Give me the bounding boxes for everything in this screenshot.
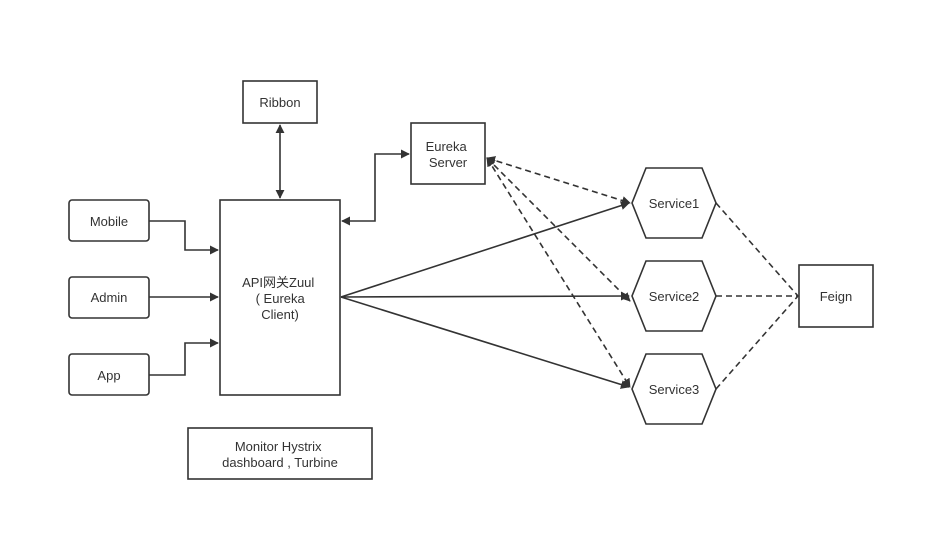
api-gateway-label-line3: Client) — [261, 307, 299, 322]
eureka-server-label-line1: Eureka — [426, 139, 468, 154]
service1-node[interactable]: Service1 — [631, 167, 717, 239]
admin-label: Admin — [91, 290, 128, 305]
app-label: App — [97, 368, 120, 383]
service2-node[interactable]: Service2 — [631, 260, 717, 332]
edge-gateway-service2 — [340, 291, 630, 301]
edge-gateway-service3 — [340, 296, 630, 389]
mobile-node[interactable]: Mobile — [68, 199, 150, 242]
mobile-label: Mobile — [90, 214, 128, 229]
feign-node[interactable]: Feign — [798, 264, 874, 328]
monitor-label-line2: dashboard , Turbine — [222, 455, 338, 470]
app-node[interactable]: App — [68, 353, 150, 396]
ribbon-node[interactable]: Ribbon — [242, 80, 318, 124]
api-gateway-label: API网关Zuul ( Eureka Client) — [242, 275, 318, 322]
monitor-label: Monitor Hystrix dashboard , Turbine — [222, 439, 338, 470]
service3-node[interactable]: Service3 — [631, 353, 717, 425]
admin-node[interactable]: Admin — [68, 276, 150, 319]
edges — [149, 124, 799, 390]
ribbon-label: Ribbon — [259, 95, 300, 110]
edge-service1-feign — [715, 202, 799, 297]
api-gateway-node[interactable]: API网关Zuul ( Eureka Client) — [219, 199, 341, 396]
eureka-server-node[interactable]: Eureka Server — [410, 122, 486, 185]
edge-mobile-gateway — [149, 220, 219, 255]
service1-label: Service1 — [649, 196, 700, 211]
monitor-label-line1: Monitor Hystrix — [235, 439, 322, 454]
edge-app-gateway — [149, 338, 219, 376]
api-gateway-label-line1: API网关Zuul — [242, 275, 314, 290]
edge-gateway-service1 — [340, 201, 630, 298]
edge-gateway-eureka — [341, 149, 410, 226]
edge-eureka-service2 — [486, 157, 631, 302]
edge-eureka-service3 — [486, 157, 631, 388]
monitor-node[interactable]: Monitor Hystrix dashboard , Turbine — [187, 427, 373, 480]
eureka-server-label-line2: Server — [429, 155, 468, 170]
service3-label: Service3 — [649, 382, 700, 397]
edge-service3-feign — [715, 295, 799, 390]
service2-label: Service2 — [649, 289, 700, 304]
eureka-server-label: Eureka Server — [426, 139, 471, 170]
api-gateway-label-line2: ( Eureka — [256, 291, 306, 306]
feign-label: Feign — [820, 289, 853, 304]
